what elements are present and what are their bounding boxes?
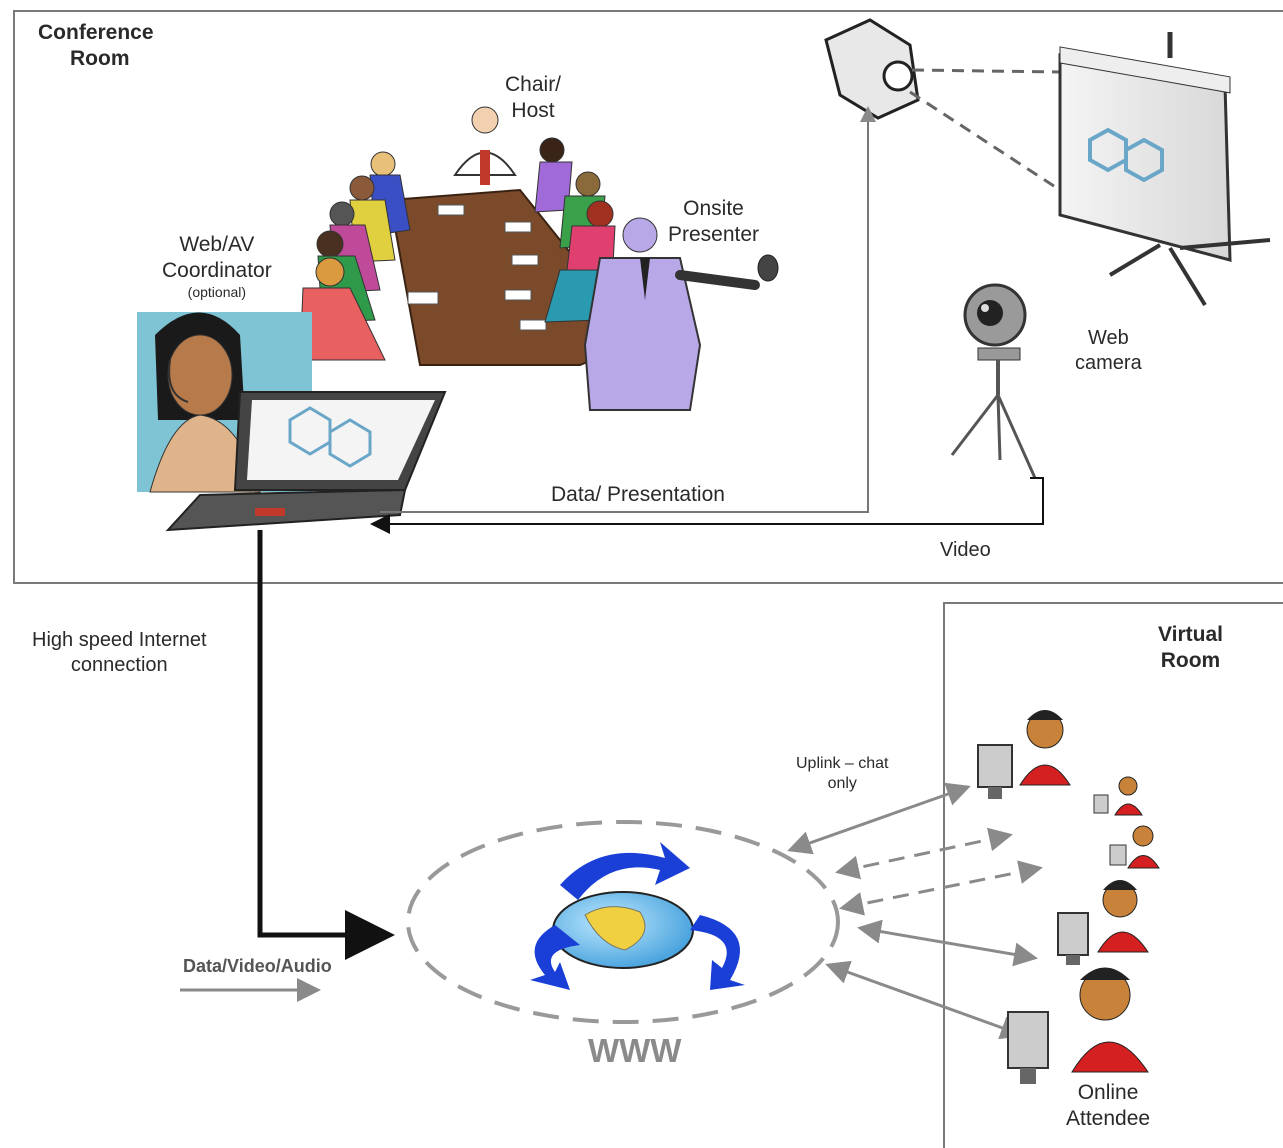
chair-label-line1: Chair/ bbox=[505, 73, 562, 96]
virtual-room-title-line2: Room bbox=[1160, 649, 1221, 673]
onsite-presenter-label: Onsite Presenter bbox=[668, 196, 759, 249]
video-label: Video bbox=[940, 539, 991, 561]
online-attendee-icon bbox=[1093, 776, 1143, 816]
www-globe-icon bbox=[406, 820, 840, 1024]
coordinator-label: Web/AV Coordinator (optional) bbox=[162, 232, 272, 299]
www-label: WWW bbox=[588, 1032, 682, 1069]
attendee-label-line1: Online bbox=[1077, 1081, 1139, 1104]
webcam-label-line1: Web bbox=[1087, 327, 1129, 349]
online-attendee-icon bbox=[1057, 880, 1149, 965]
projector-icon bbox=[824, 18, 1063, 192]
presenter-label-line1: Onsite bbox=[683, 197, 744, 220]
data-video-audio-label: Data/Video/Audio bbox=[183, 956, 332, 976]
online-attendee-icon bbox=[977, 710, 1071, 799]
conference-room-title: Conference Room bbox=[38, 20, 154, 73]
uplink-arrows bbox=[787, 782, 1043, 1040]
presenter-label-line2: Presenter bbox=[668, 223, 760, 247]
data-presentation-arrow bbox=[380, 106, 876, 513]
webcam-label: Web camera bbox=[1075, 326, 1142, 376]
chair-host-label: Chair/ Host bbox=[505, 72, 561, 125]
coordinator-label-note: (optional) bbox=[187, 283, 247, 300]
virtual-room-title: Virtual Room bbox=[1158, 622, 1223, 675]
conference-table-illustration bbox=[299, 106, 779, 411]
laptop-icon bbox=[165, 391, 447, 532]
virtual-room-title-line1: Virtual bbox=[1158, 623, 1223, 646]
internet-label-line1: High speed Internet bbox=[32, 629, 207, 651]
uplink-label-line1: Uplink – chat bbox=[796, 755, 889, 772]
attendee-label-line2: Attendee bbox=[1066, 1107, 1151, 1131]
data-presentation-label: Data/ Presentation bbox=[551, 483, 725, 506]
uplink-label: Uplink – chat only bbox=[796, 754, 889, 794]
internet-connection-label: High speed Internet connection bbox=[32, 628, 207, 678]
chair-label-line2: Host bbox=[511, 99, 555, 123]
coordinator-label-line1: Web/AV bbox=[179, 233, 255, 256]
online-attendee-icon bbox=[1007, 967, 1149, 1084]
internet-connection-arrow bbox=[257, 530, 395, 960]
uplink-label-line2: only bbox=[827, 775, 857, 792]
projection-screen-icon bbox=[1058, 32, 1271, 307]
video-arrow bbox=[370, 477, 1044, 534]
conference-room-title-line2: Room bbox=[70, 47, 130, 71]
webcam-label-line2: camera bbox=[1075, 352, 1142, 374]
internet-label-line2: connection bbox=[70, 654, 168, 676]
conference-room-title-line1: Conference bbox=[38, 21, 154, 44]
online-attendee-label: Online Attendee bbox=[1066, 1080, 1150, 1133]
webcam-icon bbox=[950, 283, 1037, 479]
coordinator-label-line2: Coordinator bbox=[162, 259, 272, 283]
online-attendee-icon bbox=[1109, 825, 1160, 869]
